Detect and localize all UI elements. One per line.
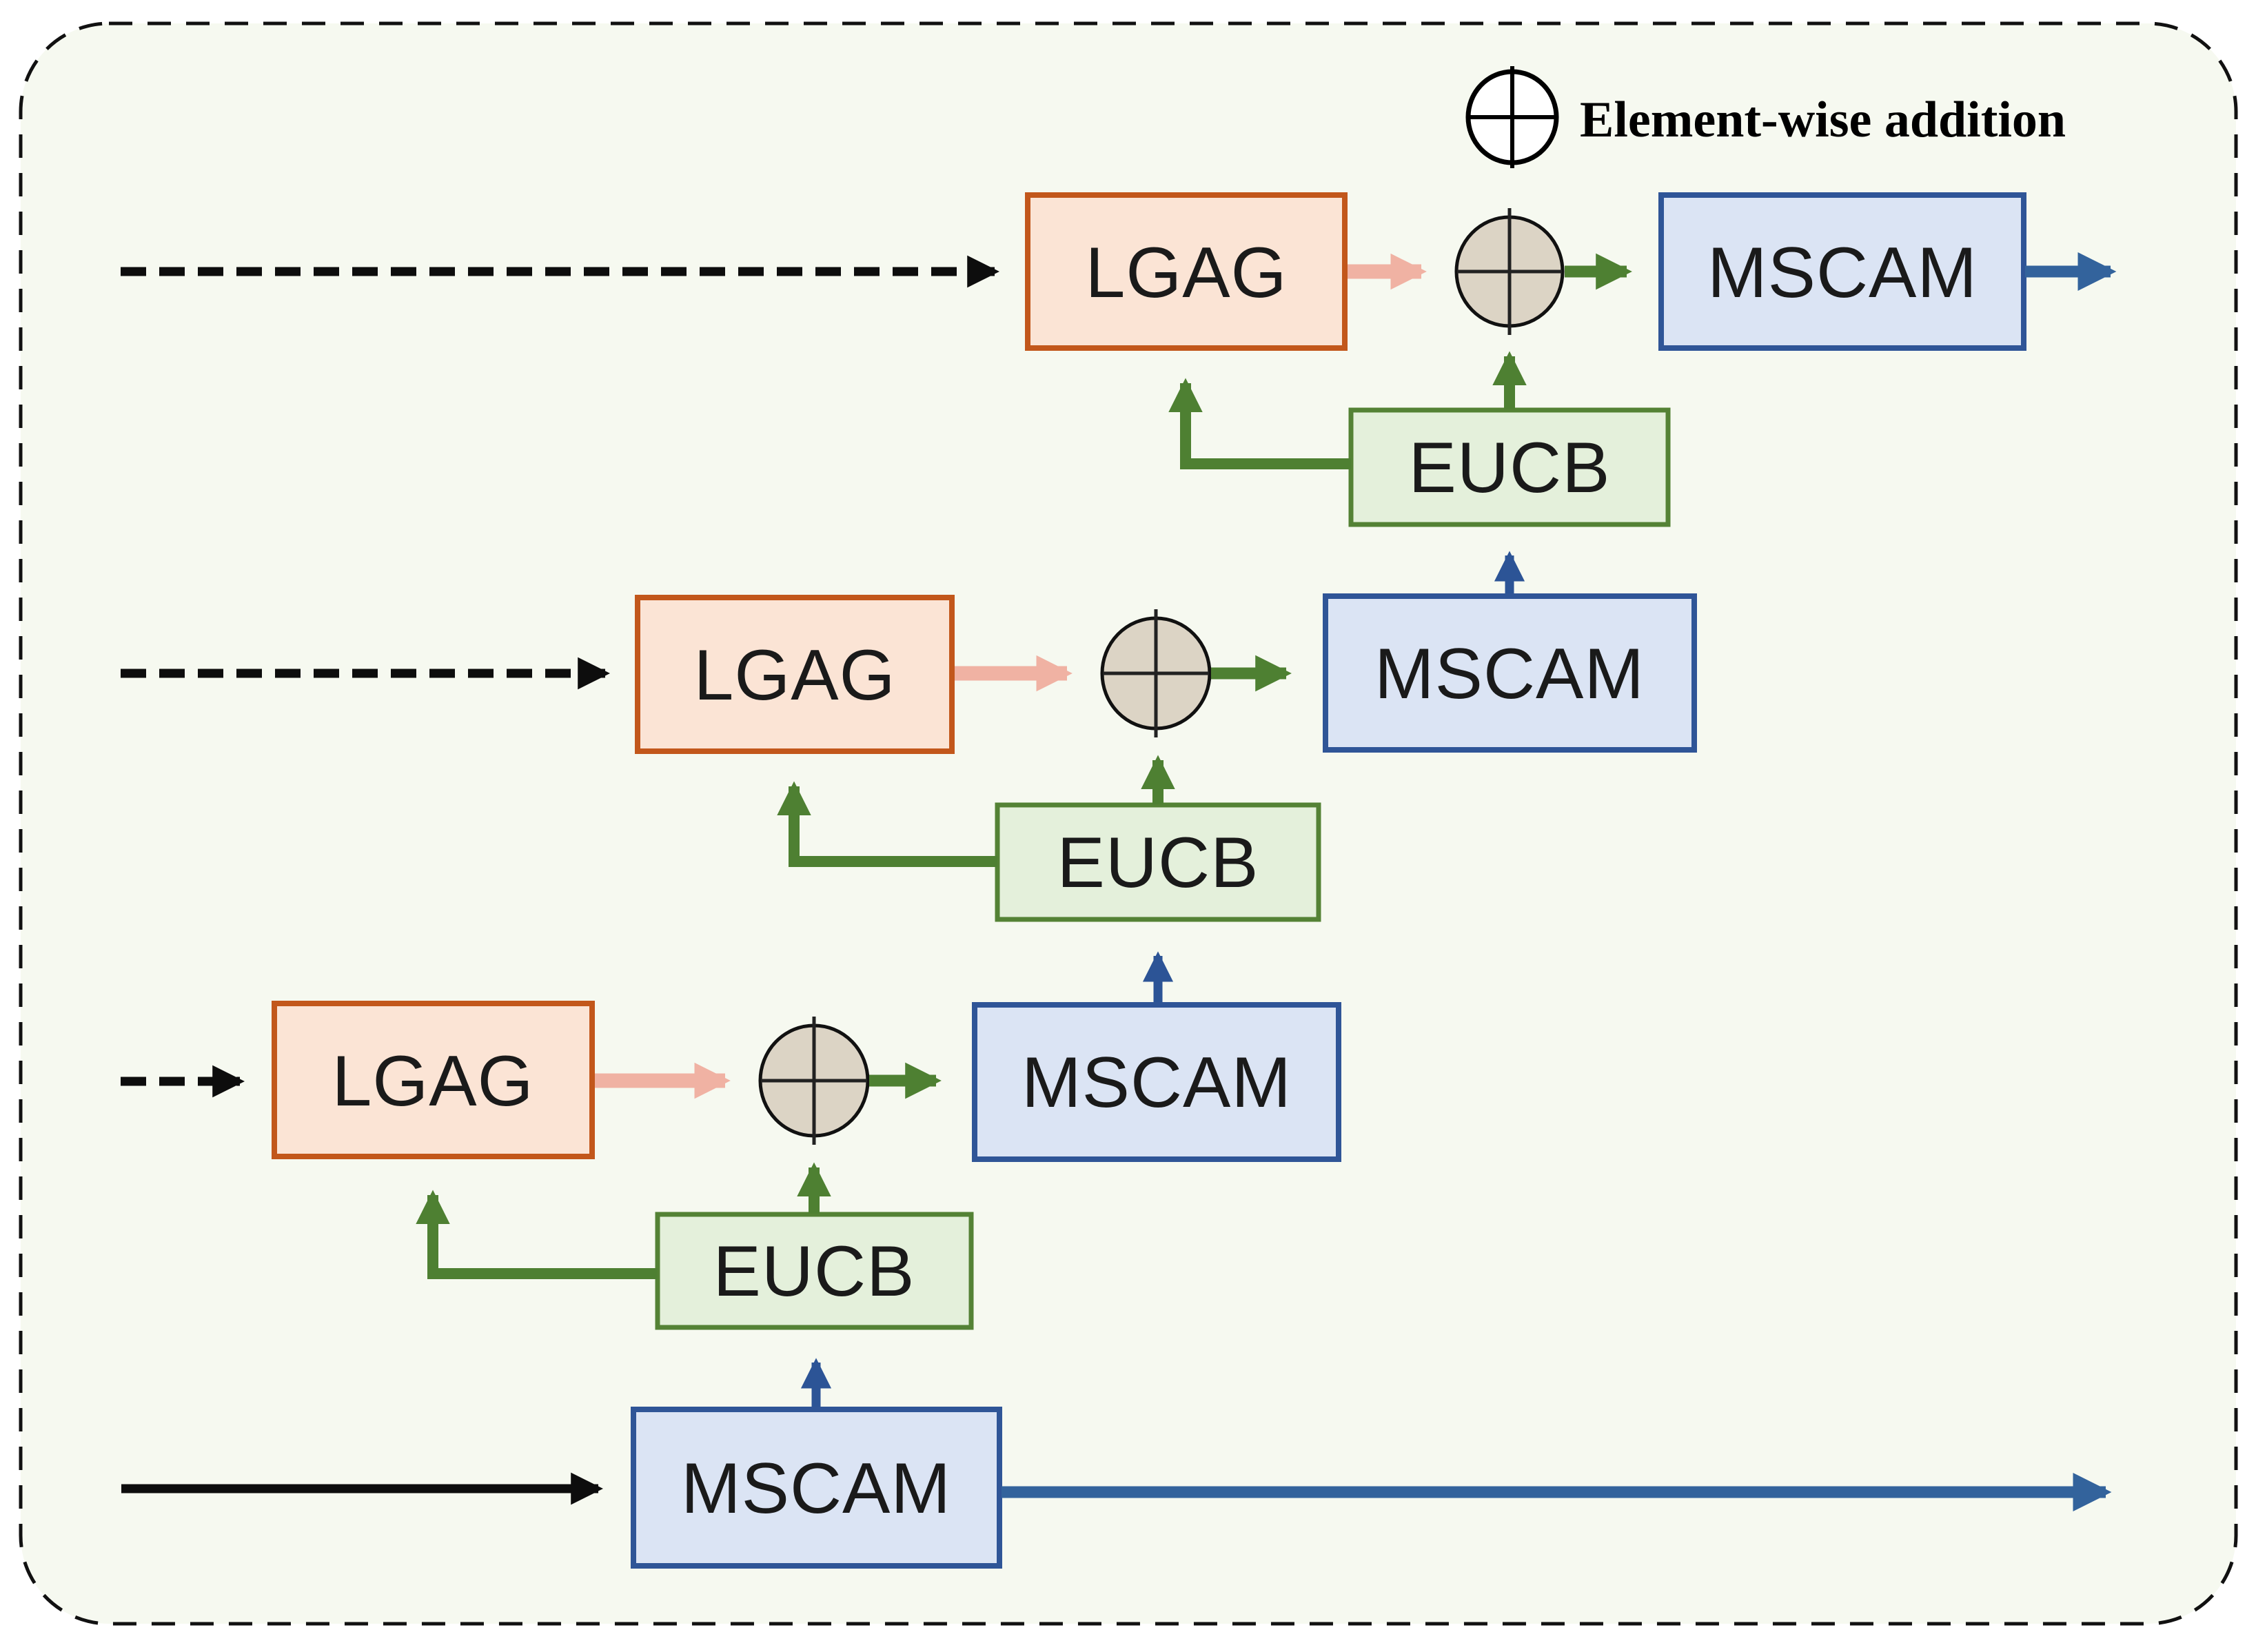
legend-label: Element-wise addition: [1580, 92, 2066, 148]
eucb-to-lgag-gating-arrow: [1168, 378, 1351, 469]
decoder-stage-3: LGAG MSCAM EUCB: [121, 1001, 1341, 1408]
mscam-label: MSCAM: [1707, 233, 1978, 313]
decoder-stage-2: LGAG MSCAM EUCB: [121, 593, 1697, 1003]
bottleneck-stage: MSCAM: [121, 1407, 2112, 1569]
eucb-label: EUCB: [1057, 823, 1259, 903]
lgag-block: [272, 1001, 595, 1159]
mscam-block: [631, 1407, 1002, 1569]
mscam-block: [1658, 192, 2026, 351]
legend: Element-wise addition: [1465, 66, 2066, 168]
adder-icon: [1454, 208, 1565, 335]
eucb-block: [995, 802, 1321, 922]
eucb-block: [655, 1212, 974, 1330]
adder-icon: [758, 1017, 870, 1145]
lgag-block: [635, 595, 955, 754]
mscam-block: [972, 1002, 1341, 1162]
mscam-label: MSCAM: [1022, 1043, 1292, 1123]
lgag-label: LGAG: [694, 635, 896, 715]
lgag-label: LGAG: [332, 1041, 534, 1121]
lgag-block: [1025, 192, 1348, 351]
decoder-stage-1: LGAG MSCAM EUCB: [121, 192, 2117, 595]
adder-icon: [1100, 609, 1212, 737]
eucb-label: EUCB: [713, 1232, 915, 1312]
mscam-block: [1323, 593, 1697, 753]
eucb-to-lgag-gating-arrow: [416, 1190, 658, 1279]
lgag-label: LGAG: [1086, 233, 1288, 313]
mscam-label: MSCAM: [1374, 634, 1645, 714]
mscam-label: MSCAM: [681, 1449, 951, 1529]
legend-plus-circle-icon: [1465, 66, 1559, 168]
eucb-to-lgag-gating-arrow: [777, 781, 997, 867]
eucb-label: EUCB: [1409, 428, 1611, 508]
